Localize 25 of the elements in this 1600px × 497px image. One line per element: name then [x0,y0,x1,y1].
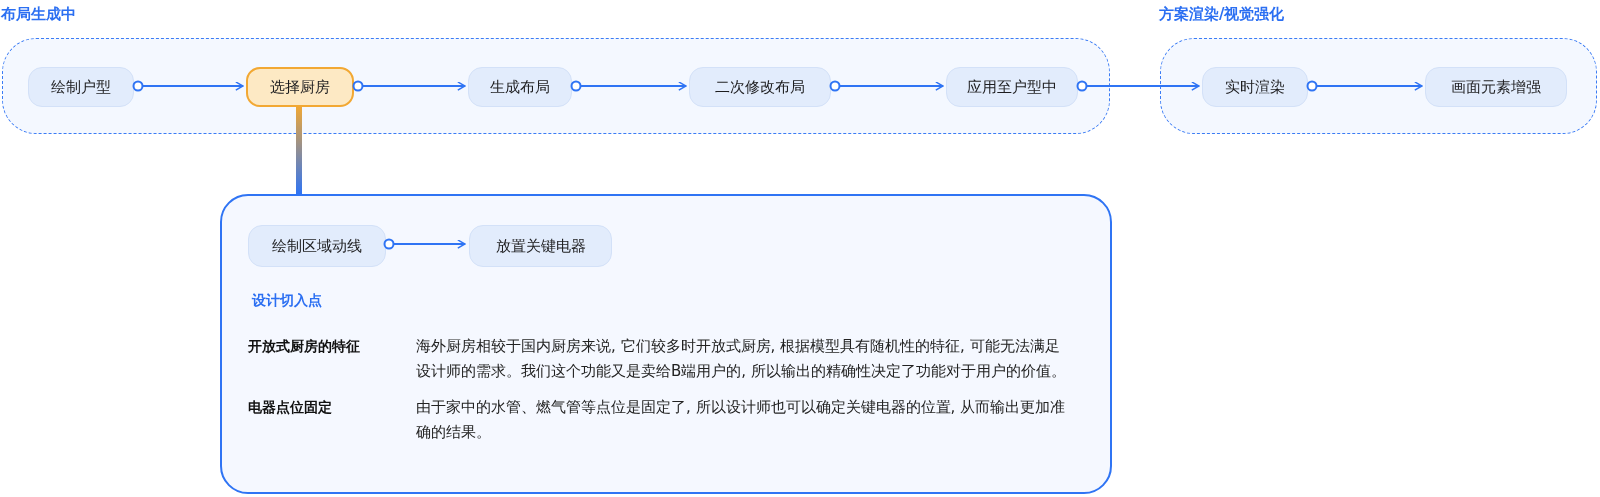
arrow [383,238,466,250]
point-description: 海外厨房相较于国内厨房来说, 它们较多时开放式厨房, 根据模型具有随机性的特征, 可能无法满足设计师的需求。我们这个功能又是卖给B端用户的, 所以输出的精确性决定了功能对于用户的价值。 [416,336,1066,382]
selected-step: 选择厨房 [246,67,354,107]
arrow [352,80,466,92]
arrow [132,80,244,92]
connector-bar [296,106,302,194]
process-step: 应用至户型中 [946,67,1078,107]
arrow [1306,80,1423,92]
process-step: 放置关键电器 [469,225,612,267]
arrow [1076,80,1200,92]
process-step: 画面元素增强 [1425,67,1567,107]
point-title: 开放式厨房的特征 [248,337,361,356]
process-step: 生成布局 [468,67,572,107]
point-title: 电器点位固定 [248,398,333,417]
process-step: 绘制区域动线 [248,225,386,267]
process-step: 绘制户型 [28,67,134,107]
arrow [570,80,687,92]
point-description: 由于家中的水管、燃气管等点位是固定了, 所以设计师也可以确定关键电器的位置, 从而输出更加准确的结果。 [416,397,1066,443]
detail-panel [220,194,1112,494]
group-heading: 方案渲染/视觉强化 [1159,5,1285,24]
process-step: 二次修改布局 [689,67,831,107]
group-heading: 布局生成中 [1,5,76,24]
arrow [829,80,944,92]
panel-heading: 设计切入点 [252,292,322,310]
process-step: 实时渲染 [1202,67,1308,107]
